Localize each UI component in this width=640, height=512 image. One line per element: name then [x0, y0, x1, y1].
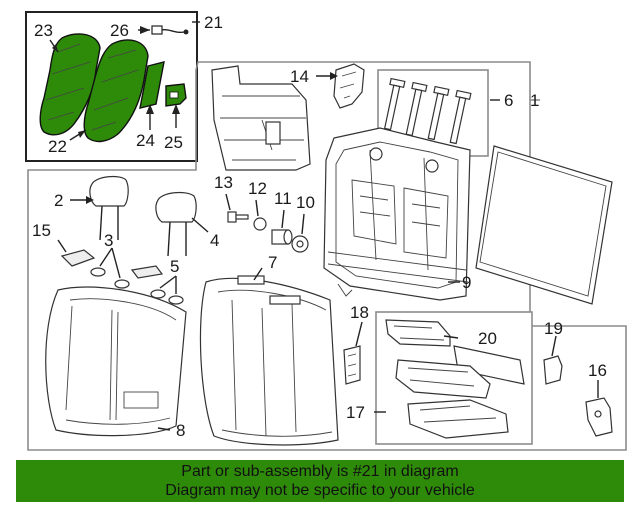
callout-13: 13 — [214, 173, 233, 192]
seatback-cover-right-part[interactable] — [199, 277, 339, 446]
headrest-center-part[interactable] — [155, 191, 197, 257]
callout-8: 8 — [176, 421, 185, 440]
callout-2: 2 — [54, 191, 63, 210]
headrest-left-part[interactable] — [89, 175, 129, 241]
callout-16: 16 — [588, 361, 607, 380]
callout-22: 22 — [48, 137, 67, 156]
callout-19: 19 — [544, 319, 563, 338]
callout-1: 1 — [530, 91, 539, 110]
callout-9: 9 — [462, 273, 471, 292]
armrest-pad-part[interactable] — [407, 399, 509, 439]
callout-15: 15 — [32, 221, 51, 240]
seat-pad-right-part[interactable] — [83, 39, 149, 143]
callout-4: 4 — [210, 231, 219, 250]
callout-21: 21 — [204, 13, 223, 32]
clip-slot — [169, 91, 179, 99]
pivot-bolt-part[interactable] — [227, 211, 249, 223]
seatback-frame-part[interactable] — [323, 127, 471, 301]
hinge-bracket-part[interactable] — [333, 63, 365, 109]
callout-24: 24 — [136, 131, 155, 150]
washer-part[interactable] — [253, 217, 267, 231]
callout-11: 11 — [274, 189, 292, 208]
banner-line-1: Part or sub-assembly is #21 in diagram — [181, 463, 459, 480]
callout-12: 12 — [248, 179, 267, 198]
wire-connector-part[interactable] — [151, 25, 163, 35]
callout-5: 5 — [170, 257, 179, 276]
seat-pad-left-ribs — [45, 43, 91, 121]
callout-3: 3 — [104, 231, 113, 250]
bushing-part[interactable] — [271, 229, 293, 245]
callout-25: 25 — [164, 133, 183, 152]
armrest-cover-part[interactable] — [395, 359, 491, 399]
trim-clip-part[interactable] — [60, 249, 96, 267]
bolster-strip-part[interactable] — [139, 61, 165, 109]
callout-17: 17 — [346, 403, 365, 422]
callout-10: 10 — [296, 193, 315, 212]
cover-pocket — [123, 391, 159, 409]
callout-14: 14 — [290, 67, 309, 86]
callout-7: 7 — [268, 253, 277, 272]
wire-lead-part[interactable] — [161, 28, 185, 34]
rear-board-part[interactable] — [475, 145, 613, 305]
callout-20: 20 — [478, 329, 497, 348]
grommet-d-part[interactable] — [168, 295, 184, 305]
banner-line-2: Diagram may not be specific to your vehi… — [165, 482, 475, 499]
grommet-c-part[interactable] — [150, 289, 166, 299]
callout-26: 26 — [110, 21, 129, 40]
callout-23: 23 — [34, 21, 53, 40]
callout-18: 18 — [350, 303, 369, 322]
callout-6: 6 — [504, 91, 513, 110]
seatback-cover-left-part[interactable] — [45, 286, 187, 437]
grommet-b-part[interactable] — [114, 279, 130, 289]
armrest-frame-part[interactable] — [453, 345, 525, 385]
guide-plate-part[interactable] — [130, 265, 164, 279]
grommet-a-part[interactable] — [90, 267, 106, 277]
seat-pad-left-part[interactable] — [39, 33, 101, 136]
seat-pad-right-ribs — [91, 49, 139, 131]
end-cap-part[interactable] — [543, 355, 563, 385]
seat-bolts-part[interactable] — [381, 77, 472, 145]
info-banner: Part or sub-assembly is #21 in diagram D… — [16, 460, 624, 502]
